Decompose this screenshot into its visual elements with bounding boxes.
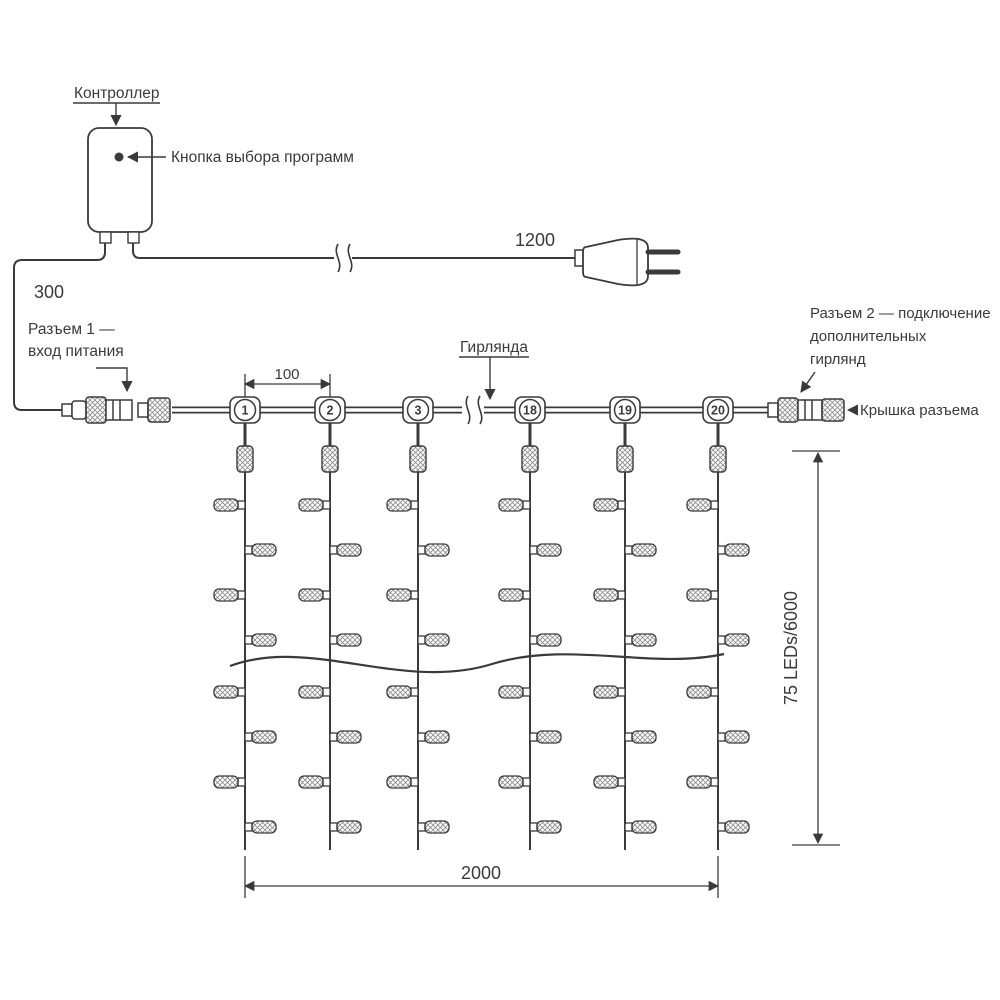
connector1-label-line2: вход питания [28, 343, 124, 360]
controller-outlet-left [99, 231, 112, 244]
rail-break-mark [477, 395, 483, 425]
led-string-19 [592, 395, 658, 852]
rail [172, 395, 768, 425]
drop-number-3: 3 [415, 404, 422, 418]
garland-label: Гирлянда [460, 339, 528, 356]
rail-break-mark [465, 395, 471, 425]
connector2-label-line2: дополнительных [810, 328, 927, 345]
connector1-assembly [61, 396, 171, 424]
connector1-label-line1: Разъем 1 — [28, 321, 115, 338]
connector2-arrow [800, 371, 816, 393]
power-plug [574, 237, 681, 287]
program-button-dot [114, 152, 124, 162]
drop-number-20: 20 [711, 404, 725, 418]
horizontal-dimension-label: 2000 [461, 863, 501, 883]
drop-number-2: 2 [327, 404, 334, 418]
led-string-18 [497, 395, 563, 852]
led-string-1 [212, 395, 278, 852]
drop-number-1: 1 [242, 404, 249, 418]
drop-number-19: 19 [618, 404, 632, 418]
controller-group [87, 127, 153, 244]
spacing-dimension [243, 374, 332, 397]
connector2-label-line1: Разъем 2 — подключение [810, 305, 991, 322]
drop-numbers [233, 398, 730, 422]
drop-number-18: 18 [523, 404, 537, 418]
led-string-2 [297, 395, 363, 852]
led-string-3 [385, 395, 451, 852]
connector2-label-line3: гирлянд [810, 351, 866, 368]
connector2-assembly [767, 397, 845, 423]
controller-outlet-right [127, 231, 140, 244]
connector-cap-label: Крышка разъема [860, 402, 979, 419]
horizontal-dimension [243, 856, 720, 898]
garland-callout [459, 356, 529, 401]
connector1-arrow [96, 367, 133, 393]
cable-break-mark [347, 243, 353, 273]
controller-label: Контроллер [74, 85, 160, 102]
spacing-dimension-label: 100 [274, 366, 299, 383]
input-cable-length-label: 300 [34, 282, 64, 302]
vertical-dimension [792, 450, 840, 846]
connector-cap [821, 398, 845, 422]
led-string-20 [685, 395, 751, 852]
input-cable [13, 243, 106, 411]
wavy-break-line [229, 652, 725, 674]
program-button-label: Кнопка выбора программ [171, 149, 354, 166]
power-cable [132, 243, 576, 273]
controller-callout [73, 102, 160, 127]
controller-box [87, 127, 153, 233]
cable-break-mark [335, 243, 341, 273]
power-cable-length-label: 1200 [515, 230, 555, 250]
vertical-dimension-label: 75 LEDs/6000 [781, 591, 801, 705]
